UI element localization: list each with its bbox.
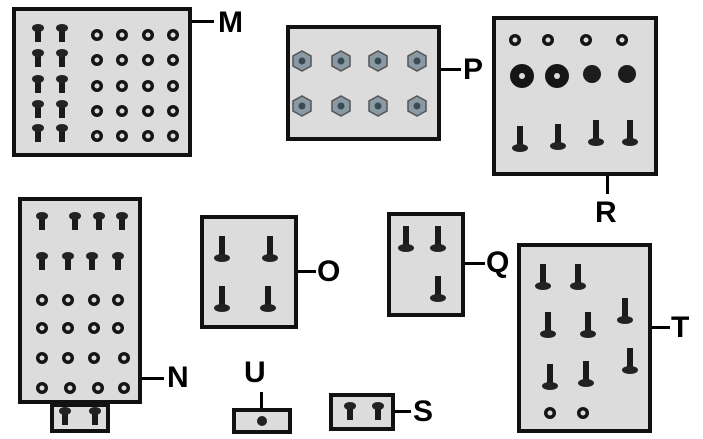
- label-r: R: [595, 196, 617, 229]
- s-hardware: [344, 402, 384, 420]
- o-hardware: [214, 236, 278, 312]
- r-hardware: [509, 34, 638, 152]
- m-hardware: [32, 24, 179, 142]
- label-n: N: [167, 361, 189, 394]
- panel-s: [329, 393, 395, 431]
- leader-t: [652, 326, 670, 329]
- label-u: U: [244, 356, 266, 389]
- panel-p: [286, 25, 441, 141]
- panel-u: [232, 408, 292, 434]
- leader-n: [142, 377, 164, 380]
- panel-o: [200, 215, 298, 329]
- label-o: O: [317, 255, 341, 288]
- t-hardware: [535, 264, 638, 419]
- label-t: T: [671, 311, 690, 344]
- label-m: M: [218, 6, 243, 39]
- label-q: Q: [486, 246, 510, 279]
- panel-n-extra: [50, 403, 110, 433]
- n-hardware: [36, 212, 130, 425]
- q-hardware: [398, 226, 446, 302]
- label-p: P: [463, 53, 484, 86]
- panel-q: [387, 212, 465, 317]
- u-hardware: [257, 416, 267, 426]
- p-hardware: [292, 50, 427, 117]
- leader-s: [395, 410, 411, 413]
- leader-o: [298, 270, 316, 273]
- leader-r: [606, 176, 609, 194]
- leader-q: [465, 262, 485, 265]
- leader-u: [260, 392, 263, 408]
- leader-m: [192, 20, 214, 23]
- label-s: S: [413, 395, 434, 428]
- panel-t: [517, 243, 652, 433]
- leader-p: [441, 68, 461, 71]
